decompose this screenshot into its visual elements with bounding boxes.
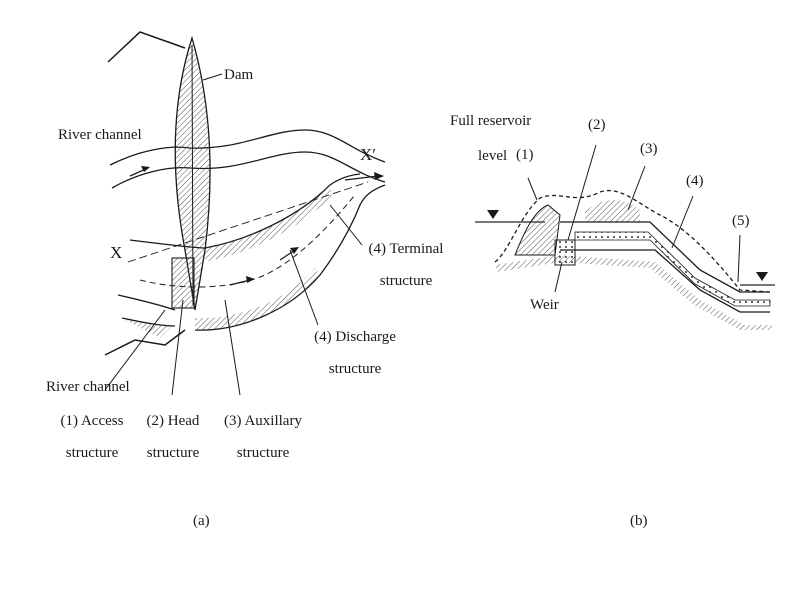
- label-x: X: [110, 243, 123, 262]
- river-channel-lower-hatch: [125, 320, 172, 338]
- label-b-1: (1): [516, 147, 534, 163]
- tailwater-marker: [756, 272, 768, 281]
- river-channel-upper-bank-1: [109, 129, 386, 166]
- ground-hatch-top: [585, 200, 640, 222]
- flow-arrowhead-spillway: [246, 276, 255, 283]
- spillway-centerline: [139, 194, 356, 288]
- label-weir: Weir: [530, 297, 559, 313]
- label-aux-structure: (3) Auxillary structure: [208, 412, 318, 462]
- leader-b4: [671, 195, 694, 249]
- label-b-5: (5): [732, 213, 750, 229]
- label-access-structure: (1) Access structure: [42, 412, 142, 462]
- leader-discharge: [289, 249, 319, 326]
- label-terminal-line1: (4) Terminal: [368, 241, 444, 257]
- label-full-reservoir: Full reservoir: [450, 113, 532, 129]
- outlet-arrowhead: [374, 172, 384, 180]
- leader-b2: [567, 144, 597, 241]
- leader-aux: [224, 299, 241, 396]
- caption-b: (b): [630, 513, 648, 529]
- label-river-channel-top: River channel: [58, 127, 142, 143]
- bedrock-hatch: [495, 255, 772, 330]
- outlet-arrow: [344, 175, 379, 181]
- label-dam: Dam: [224, 67, 254, 83]
- river-channel-upper-bank-2: [111, 151, 386, 189]
- dam-leader: [202, 73, 223, 81]
- label-discharge-structure: (4) Discharge structure: [300, 328, 410, 378]
- channel-lining: [574, 231, 771, 307]
- label-x-prime: X′: [360, 145, 376, 164]
- channel-top: [560, 221, 770, 293]
- spillway-lower-hatch: [195, 268, 320, 331]
- ground-hatch-left: [514, 204, 561, 256]
- flow-arrowhead-upper: [141, 166, 150, 172]
- label-head-line2: structure: [146, 445, 200, 461]
- label-b-4: (4): [686, 173, 704, 189]
- head-structure-block: [171, 257, 195, 309]
- leader-head: [171, 299, 184, 396]
- leader-b5: [737, 234, 741, 283]
- leader-weir: [554, 261, 563, 293]
- section-line-x: [127, 181, 369, 263]
- label-discharge-line2: structure: [328, 361, 382, 377]
- label-terminal-structure: (4) Terminal structure: [356, 240, 456, 290]
- spillway-upper-hatch: [205, 185, 332, 262]
- hillside-top: [107, 31, 186, 63]
- label-b-2: (2): [588, 117, 606, 133]
- label-aux-line1: (3) Auxillary: [224, 413, 302, 429]
- reservoir-level-marker: [487, 210, 499, 219]
- leader-b1: [527, 177, 538, 201]
- leader-terminal: [329, 204, 363, 246]
- hillside-bottom: [104, 329, 186, 356]
- label-head-line1: (2) Head: [146, 413, 200, 429]
- label-access-line1: (1) Access: [60, 413, 124, 429]
- label-aux-line2: structure: [236, 445, 290, 461]
- flow-arrowhead-spillway-2: [290, 247, 299, 254]
- label-level: level: [478, 148, 508, 164]
- spillway-upper-bank: [129, 173, 361, 249]
- caption-a: (a): [193, 513, 210, 529]
- flow-arrow-spillway: [229, 279, 251, 286]
- weir-block: [554, 239, 576, 266]
- label-access-line2: structure: [65, 445, 119, 461]
- leader-b3: [627, 165, 646, 211]
- label-terminal-line2: structure: [379, 273, 433, 289]
- channel-floor: [560, 249, 770, 313]
- river-channel-lower-bank-1: [117, 294, 176, 311]
- label-b-3: (3): [640, 141, 658, 157]
- label-river-channel-bottom: River channel: [46, 379, 130, 395]
- leader-access: [104, 309, 166, 391]
- label-head-structure: (2) Head structure: [128, 412, 218, 462]
- label-discharge-line1: (4) Discharge: [314, 329, 396, 345]
